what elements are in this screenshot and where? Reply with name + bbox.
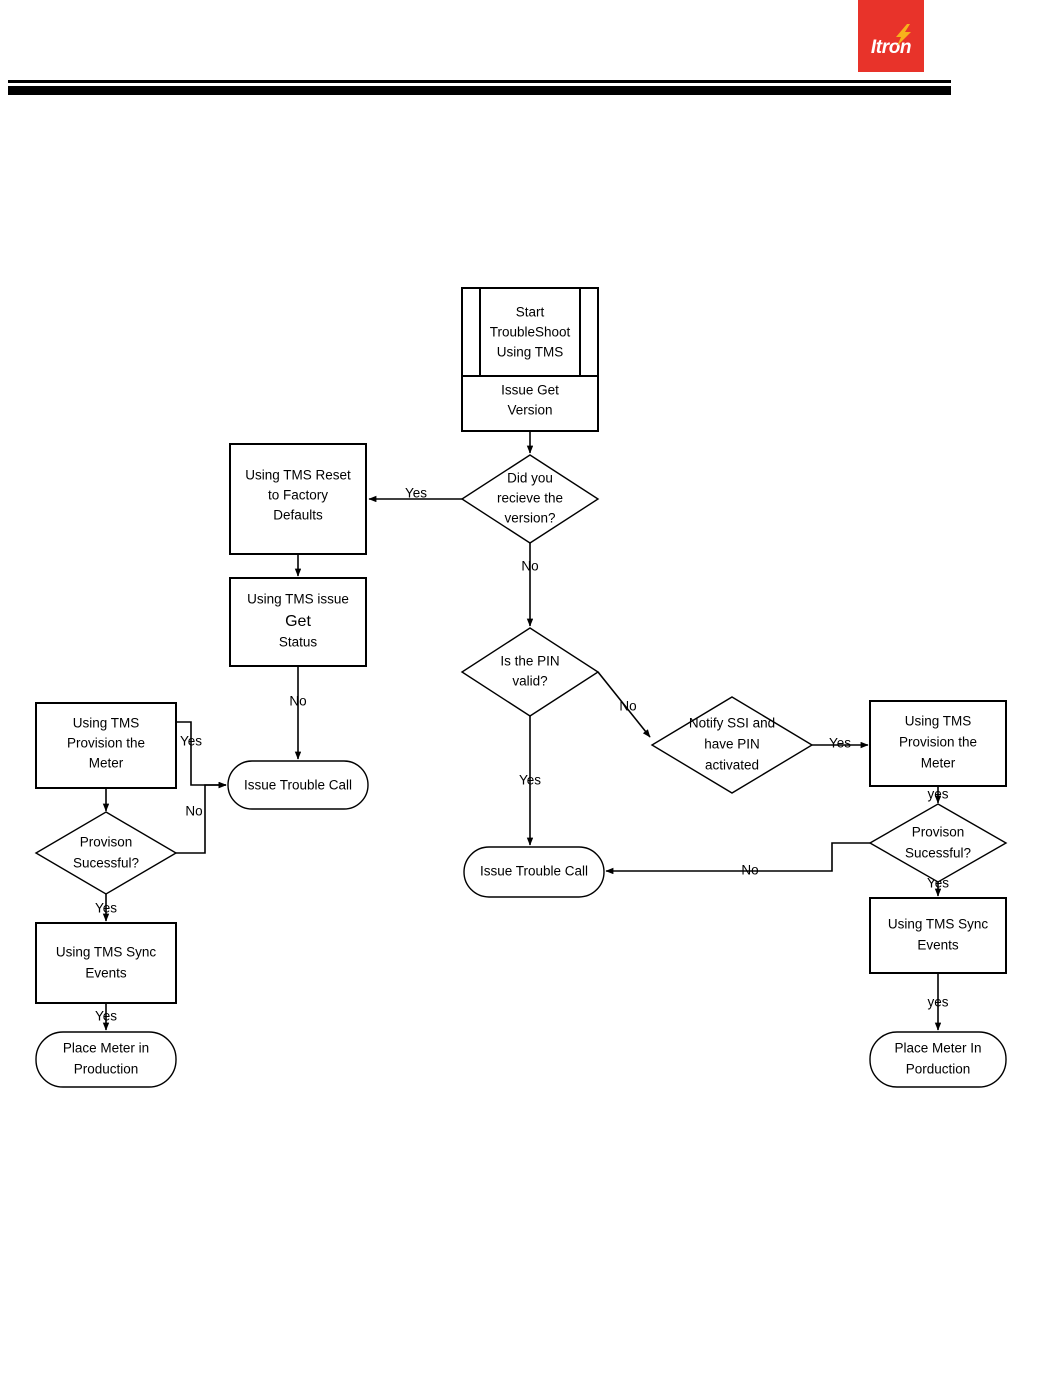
- node-get-status-line-2: Get: [285, 613, 311, 630]
- node-issue-trouble-call-center[interactable]: Issue Trouble Call: [463, 846, 605, 898]
- header-rule-thick: [8, 86, 951, 95]
- node-notify-line-3: activated: [705, 758, 759, 773]
- edge-label-getstatus-no: No: [289, 694, 306, 709]
- node-provison-left-line-2: Sucessful?: [73, 856, 139, 871]
- edge-label-version-yes: Yes: [405, 486, 427, 501]
- edge-label-provision-left-yes: Yes: [180, 734, 202, 749]
- node-issue-trouble-call-left[interactable]: Issue Trouble Call: [227, 760, 369, 810]
- node-reset-line-3: Defaults: [273, 508, 323, 523]
- node-place-left-line-2: Production: [74, 1062, 139, 1077]
- flowchart-edges: [102, 431, 942, 1031]
- node-start-troubleshoot[interactable]: Start TroubleShoot Using TMS: [461, 287, 599, 377]
- itron-logo: Itron: [858, 0, 924, 72]
- node-provision-meter-right[interactable]: Using TMS Provision the Meter: [869, 700, 1007, 787]
- node-issue-get-version[interactable]: Issue Get Version: [461, 375, 599, 432]
- node-provision-right-line-2: Provision the: [899, 735, 977, 750]
- node-sync-left-line-2: Events: [85, 966, 127, 981]
- node-provision-right-line-1: Using TMS: [905, 714, 972, 729]
- node-provision-left-line-3: Meter: [89, 756, 124, 771]
- node-pin-q-line-2: valid?: [512, 674, 547, 689]
- node-provison-successful-right[interactable]: Provison Sucessful?: [868, 803, 1008, 883]
- node-version-q-line-3: version?: [504, 511, 555, 526]
- node-version-q-line-1: Did you: [507, 471, 553, 486]
- node-get-status-line-1: Using TMS issue: [247, 592, 349, 607]
- node-provison-left-line-1: Provison: [80, 835, 133, 850]
- node-trouble-call-center-label: Issue Trouble Call: [480, 864, 588, 879]
- node-get-version-line-2: Version: [507, 403, 552, 418]
- node-trouble-call-left-label: Issue Trouble Call: [244, 778, 352, 793]
- flowchart-edge-labels: Yes No No Yes No Yes yes No Yes yes Yes …: [95, 486, 949, 1024]
- node-version-q-line-2: recieve the: [497, 491, 563, 506]
- node-get-status-line-3: Status: [279, 635, 318, 650]
- node-sync-left-line-1: Using TMS Sync: [56, 945, 157, 960]
- node-notify-line-2: have PIN: [704, 737, 760, 752]
- edge-label-pin-yes: Yes: [519, 773, 541, 788]
- edge-label-provison-left-no: No: [185, 804, 202, 819]
- node-place-right-line-2: Porduction: [906, 1062, 971, 1077]
- node-sync-events-right[interactable]: Using TMS Sync Events: [869, 897, 1007, 974]
- edge-label-pin-no: No: [619, 699, 636, 714]
- edge-label-provison-right-no: No: [741, 863, 758, 878]
- node-provison-successful-left[interactable]: Provison Sucessful?: [34, 811, 178, 895]
- node-provison-right-line-1: Provison: [912, 825, 965, 840]
- node-start-line-2: TroubleShoot: [490, 325, 571, 340]
- node-provision-meter-left[interactable]: Using TMS Provision the Meter: [35, 702, 177, 789]
- edge-label-provison-left-yes: Yes: [95, 901, 117, 916]
- flowchart-nodes: Start TroubleShoot Using TMS Issue Get V…: [34, 287, 1008, 1088]
- node-provision-right-line-3: Meter: [921, 756, 956, 771]
- node-place-meter-production-left[interactable]: Place Meter in Production: [35, 1031, 177, 1088]
- page-header: Itron: [0, 0, 1037, 110]
- node-notify-ssi[interactable]: Notify SSI and have PIN activated: [650, 696, 814, 794]
- edge-provison-right-no-trouble: [605, 842, 870, 875]
- node-reset-line-2: to Factory: [268, 488, 328, 503]
- edge-label-sync-left-yes: Yes: [95, 1009, 117, 1024]
- node-provison-right-line-2: Sucessful?: [905, 846, 971, 861]
- node-start-line-1: Start: [516, 305, 545, 320]
- node-reset-to-factory-defaults[interactable]: Using TMS Reset to Factory Defaults: [229, 443, 367, 555]
- node-reset-line-1: Using TMS Reset: [245, 468, 351, 483]
- edge-provision-left-yes-trouble: [176, 721, 227, 789]
- edge-label-version-no: No: [521, 559, 538, 574]
- node-pin-q-line-1: Is the PIN: [500, 654, 559, 669]
- node-get-status[interactable]: Using TMS issue Get Status: [229, 577, 367, 667]
- edge-label-provision-right-yes: yes: [927, 787, 948, 802]
- node-place-left-line-1: Place Meter in: [63, 1041, 149, 1056]
- edge-label-sync-right-yes: yes: [927, 995, 948, 1010]
- node-place-right-line-1: Place Meter In: [894, 1041, 981, 1056]
- node-sync-events-left[interactable]: Using TMS Sync Events: [35, 922, 177, 1004]
- header-rule-thin: [8, 80, 951, 83]
- node-did-you-receive-version[interactable]: Did you recieve the version?: [460, 454, 600, 544]
- edge-pin-no-to-notify: [597, 671, 651, 738]
- node-provision-left-line-2: Provision the: [67, 736, 145, 751]
- node-is-pin-valid[interactable]: Is the PIN valid?: [460, 627, 600, 717]
- node-sync-right-line-1: Using TMS Sync: [888, 917, 989, 932]
- node-get-version-line-1: Issue Get: [501, 383, 559, 398]
- node-provision-left-line-1: Using TMS: [73, 716, 140, 731]
- itron-logo-text: Itron: [870, 37, 912, 58]
- node-start-line-3: Using TMS: [497, 345, 564, 360]
- node-place-meter-production-right[interactable]: Place Meter In Porduction: [869, 1031, 1007, 1088]
- node-notify-line-1: Notify SSI and: [689, 716, 775, 731]
- node-sync-right-line-2: Events: [917, 938, 959, 953]
- edge-label-notify-yes: Yes: [829, 736, 851, 751]
- edge-provison-left-no-trouble: [176, 781, 227, 854]
